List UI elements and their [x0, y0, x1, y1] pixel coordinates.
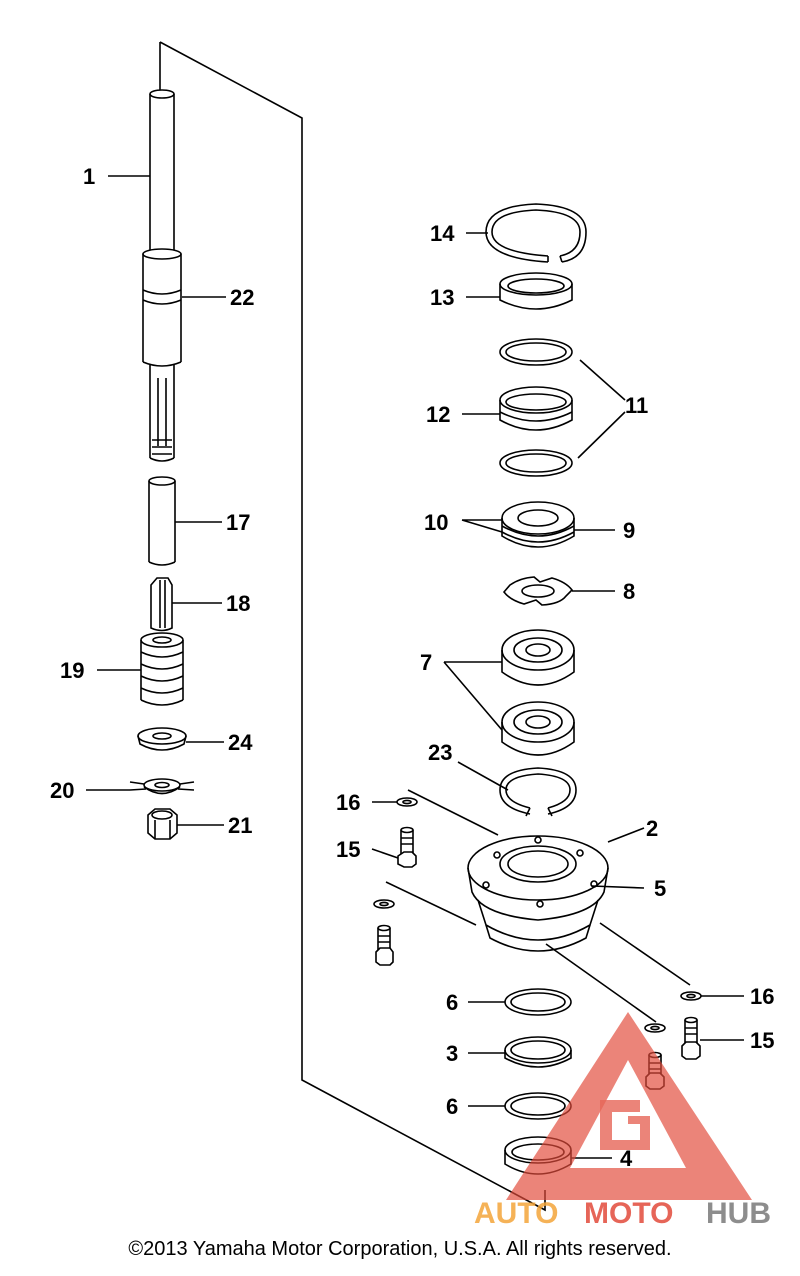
label-16-upper: 16 [336, 790, 360, 815]
label-12: 12 [426, 402, 450, 427]
label-24: 24 [228, 730, 253, 755]
label-2: 2 [646, 816, 658, 841]
watermark-text-auto: AUTO [474, 1197, 558, 1230]
copyright-notice: ©2013 Yamaha Motor Corporation, U.S.A. A… [128, 1238, 672, 1260]
part-1-shaft [142, 89, 182, 462]
label-3: 3 [446, 1041, 458, 1066]
label-9: 9 [623, 518, 635, 543]
part-8-lock-washer [502, 576, 574, 606]
watermark-text-moto: MOTO [584, 1197, 673, 1230]
part-14-circlip [485, 203, 587, 263]
part-12-bushing [499, 386, 573, 431]
watermark-triangle-logo [506, 1012, 752, 1200]
callout-labels: 1 22 17 18 19 24 20 21 14 13 12 11 10 9 … [50, 164, 774, 1171]
part-15-bolt-middle [375, 924, 394, 966]
part-15-bolt-right [681, 1016, 701, 1060]
part-21-nut [147, 808, 178, 840]
label-1: 1 [83, 164, 95, 189]
part-17-pin [148, 476, 176, 566]
label-19: 19 [60, 658, 84, 683]
part-3-ring [504, 1036, 572, 1068]
part-7-bearing-upper [501, 629, 575, 686]
part-16-washer-middle [373, 899, 395, 909]
label-20: 20 [50, 778, 74, 803]
part-11-oring-lower [499, 449, 573, 477]
part-2-housing [467, 835, 609, 952]
label-14: 14 [430, 221, 455, 246]
part-11-oring-upper [499, 338, 573, 366]
part-13-ring [499, 272, 573, 310]
part-6-oring-upper [504, 988, 572, 1016]
bolt-guide-lines [385, 789, 691, 1023]
label-17: 17 [226, 510, 250, 535]
label-15-right: 15 [750, 1028, 774, 1053]
part-18-spring-pin [150, 577, 173, 632]
label-21: 21 [228, 813, 252, 838]
automotohub-watermark: AUTO MOTO HUB [474, 1012, 771, 1230]
label-5: 5 [654, 876, 666, 901]
part-22-collar [142, 248, 182, 367]
part-24-washer [137, 727, 187, 751]
part-9-oil-seal [501, 501, 575, 548]
watermark-text-hub: HUB [706, 1197, 771, 1230]
label-6-lower: 6 [446, 1094, 458, 1119]
label-15-upper: 15 [336, 837, 360, 862]
label-23: 23 [428, 740, 452, 765]
label-8: 8 [623, 579, 635, 604]
label-22: 22 [230, 285, 254, 310]
label-10: 10 [424, 510, 448, 535]
label-18: 18 [226, 591, 250, 616]
part-23-circlip [499, 767, 577, 817]
label-7: 7 [420, 650, 432, 675]
label-13: 13 [430, 285, 454, 310]
label-16-right: 16 [750, 984, 774, 1009]
part-19-spring [140, 632, 184, 706]
part-16-washer-right [680, 991, 702, 1001]
label-4: 4 [620, 1146, 633, 1171]
leader-lines [86, 175, 744, 1159]
part-20-tab-washer [129, 778, 195, 795]
part-7-bearing-lower [501, 701, 575, 756]
part-15-bolt-left [397, 826, 417, 868]
part-16-washer-left [396, 797, 418, 807]
part-16-washer-lower [644, 1023, 666, 1033]
assembly-outline-line [159, 41, 546, 1212]
label-6-upper: 6 [446, 990, 458, 1015]
label-11: 11 [625, 393, 648, 418]
